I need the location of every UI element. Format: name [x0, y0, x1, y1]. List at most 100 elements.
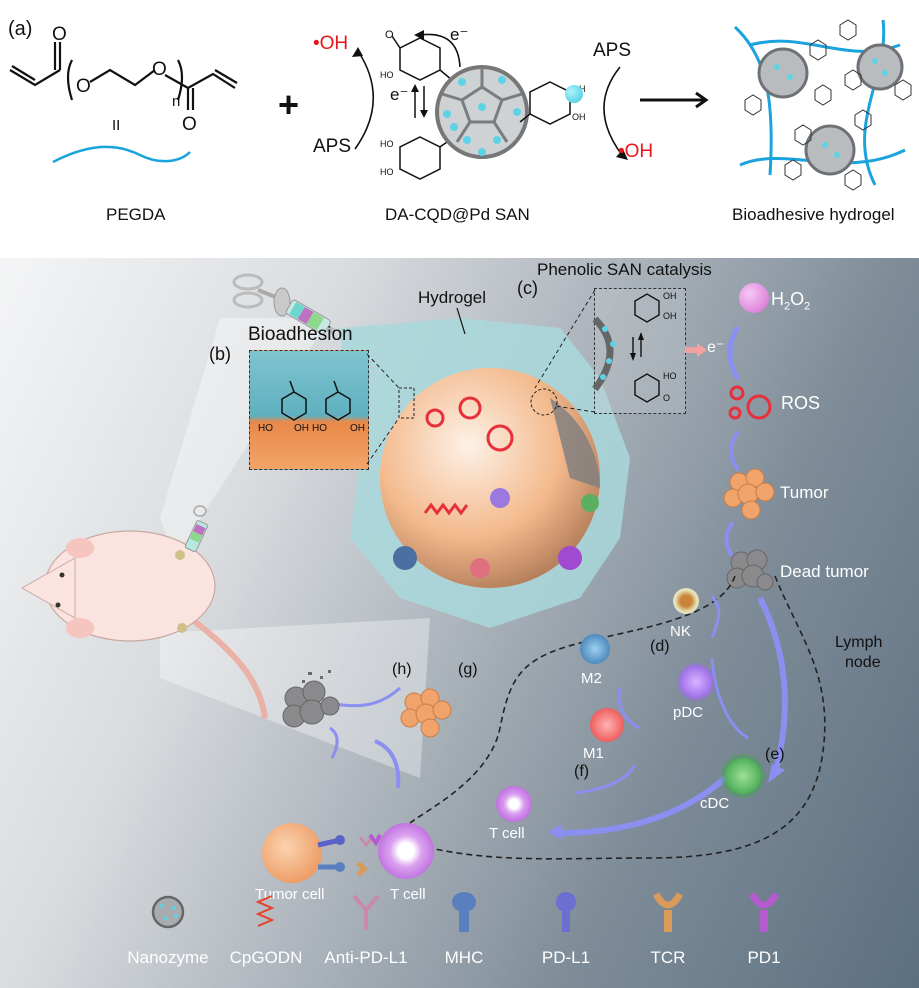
- cqd-node: [757, 43, 904, 176]
- pdc-label: pDC: [673, 704, 704, 721]
- syringe-icon-top: [232, 273, 336, 335]
- h2o2-label: H2O2: [771, 289, 811, 313]
- legend-item: MHC: [414, 886, 514, 967]
- m2-label: M2: [581, 670, 602, 687]
- nanozyme-icon: [151, 895, 185, 929]
- m2-macrophage-icon: [580, 634, 610, 664]
- legend-label: Nanozyme: [127, 948, 209, 967]
- svg-text:O: O: [76, 76, 91, 97]
- lymph-node-label-1: Lymph: [835, 634, 883, 651]
- svg-text:OH: OH: [572, 112, 586, 122]
- phenolic-catalysis-title: Phenolic SAN catalysis: [537, 260, 712, 279]
- electron-top: e⁻: [450, 25, 469, 44]
- catechol-ring-right: OH OH: [519, 81, 586, 125]
- inset-ho: HO: [663, 371, 677, 381]
- legend: Nanozyme CpGODN Anti-PD-L1 MHC: [118, 886, 818, 986]
- h2o2-sphere-icon: [739, 283, 769, 313]
- svg-text:HO: HO: [380, 70, 394, 80]
- panel-e-label: (e): [765, 746, 785, 763]
- panel-h-label: (h): [392, 661, 412, 678]
- m1-macrophage-icon: [590, 708, 624, 742]
- electron-mid: e⁻: [390, 85, 409, 104]
- syringe-icon-mouse: [184, 505, 209, 553]
- hydrogel-network: [733, 19, 912, 191]
- m1-label: M1: [583, 745, 604, 762]
- pdc-cell-icon: [680, 666, 712, 698]
- t-cell-icon-mid: [496, 786, 532, 822]
- nk-cell-icon: [673, 588, 699, 614]
- arrow-h2o2-to-ros: [727, 325, 741, 381]
- legend-label: PD-L1: [541, 948, 591, 967]
- legend-label: TCR: [650, 948, 686, 967]
- tcr-icon: [652, 892, 684, 932]
- panel-c-label: (c): [517, 278, 538, 298]
- inset-oh-1: OH: [663, 291, 677, 301]
- cdc-cell-icon: [725, 758, 761, 794]
- equals-sign: II: [112, 117, 121, 134]
- checkpoint-molecules: [317, 833, 382, 877]
- legend-label: PD1: [747, 948, 781, 967]
- catalysis-zoom-lines: [530, 289, 596, 416]
- redox-equilibrium-arrows: [411, 84, 428, 118]
- aps-right: APS: [593, 40, 632, 61]
- tumor-label: Tumor: [780, 483, 829, 502]
- bioadhesion-title: Bioadhesion: [248, 324, 353, 345]
- lymph-node-boundary: [329, 575, 826, 860]
- arrow-ros-to-tumor: [729, 430, 740, 472]
- panel-b: Hydrogel (b) Bioadhesion HO OH HO OH Phe…: [0, 258, 919, 988]
- tumor-cell-label: Tumor cell: [255, 886, 325, 903]
- plus-sign: +: [278, 84, 300, 125]
- hydrogel-product-label: Bioadhesive hydrogel: [732, 205, 895, 224]
- dead-tumor-label: Dead tumor: [780, 562, 869, 581]
- aps-left: APS: [313, 136, 352, 157]
- arrow-aps-to-oh-right: [603, 66, 628, 160]
- panel-g-label: (g): [458, 661, 478, 678]
- dead-tumor-icon: [726, 549, 774, 591]
- nk-label: NK: [670, 623, 691, 640]
- lymph-node-label-2: node: [845, 654, 881, 671]
- svg-text:HO: HO: [380, 139, 394, 149]
- tumor-cluster-left-icon: [400, 688, 452, 738]
- carbonyl-o-left: O: [52, 24, 67, 45]
- ros-bubbles-icon: [728, 385, 772, 420]
- legend-item: CpGODN: [216, 886, 316, 967]
- hydrogel-pointer-line: [456, 307, 466, 335]
- inset-oh-2: OH: [663, 311, 677, 321]
- svg-text:O: O: [385, 29, 394, 41]
- panel-f-label: (f): [574, 763, 590, 780]
- panel-d-label: (d): [650, 638, 670, 655]
- dead-tumor-left-icon: [282, 670, 340, 728]
- tumor-cell-icon: [262, 823, 322, 883]
- legend-item: PD1: [714, 886, 814, 967]
- panel-a: (a) O O O n O II PEGDA + •OH APS e⁻: [0, 0, 919, 258]
- legend-item: PD-L1: [516, 886, 616, 967]
- hydroxyl-radical-left: •OH: [313, 33, 349, 54]
- t-cell-mid-label: T cell: [489, 825, 525, 842]
- legend-item: Nanozyme: [118, 886, 218, 967]
- cdc-label: cDC: [700, 795, 730, 812]
- cpgodn-icon: [255, 895, 275, 927]
- legend-item: Anti-PD-L1: [316, 886, 416, 967]
- pd1-icon: [748, 892, 780, 932]
- pegda-label: PEGDA: [106, 205, 166, 224]
- catalysis-inset: OH OH HO O: [592, 288, 686, 414]
- pegda-structure: O O O n O: [9, 24, 238, 135]
- t-cell-icon-left: [378, 823, 434, 879]
- t-cell-left-label: T cell: [390, 886, 426, 903]
- mhc-icon: [452, 892, 476, 932]
- san-label: DA-CQD@Pd SAN: [385, 205, 530, 224]
- electron-transfer-arrow: [685, 343, 707, 357]
- arrow-aps-to-oh-left: [352, 47, 375, 150]
- oh-label-1: OH: [294, 423, 309, 434]
- bioadhesion-zoom-lines: [366, 353, 415, 465]
- svg-text:HO: HO: [380, 167, 394, 177]
- legend-label: CpGODN: [229, 948, 303, 967]
- ho-label-1: HO: [258, 423, 273, 434]
- legend-label: Anti-PD-L1: [324, 948, 408, 967]
- panel-a-label: (a): [8, 18, 33, 40]
- svg-text:O: O: [182, 114, 197, 135]
- anti-pd-l1-icon: [352, 894, 380, 930]
- hydrogel-tumor-illustration: [340, 318, 630, 628]
- electron-arrow-top: [414, 30, 461, 68]
- hydrogel-label: Hydrogel: [418, 288, 487, 307]
